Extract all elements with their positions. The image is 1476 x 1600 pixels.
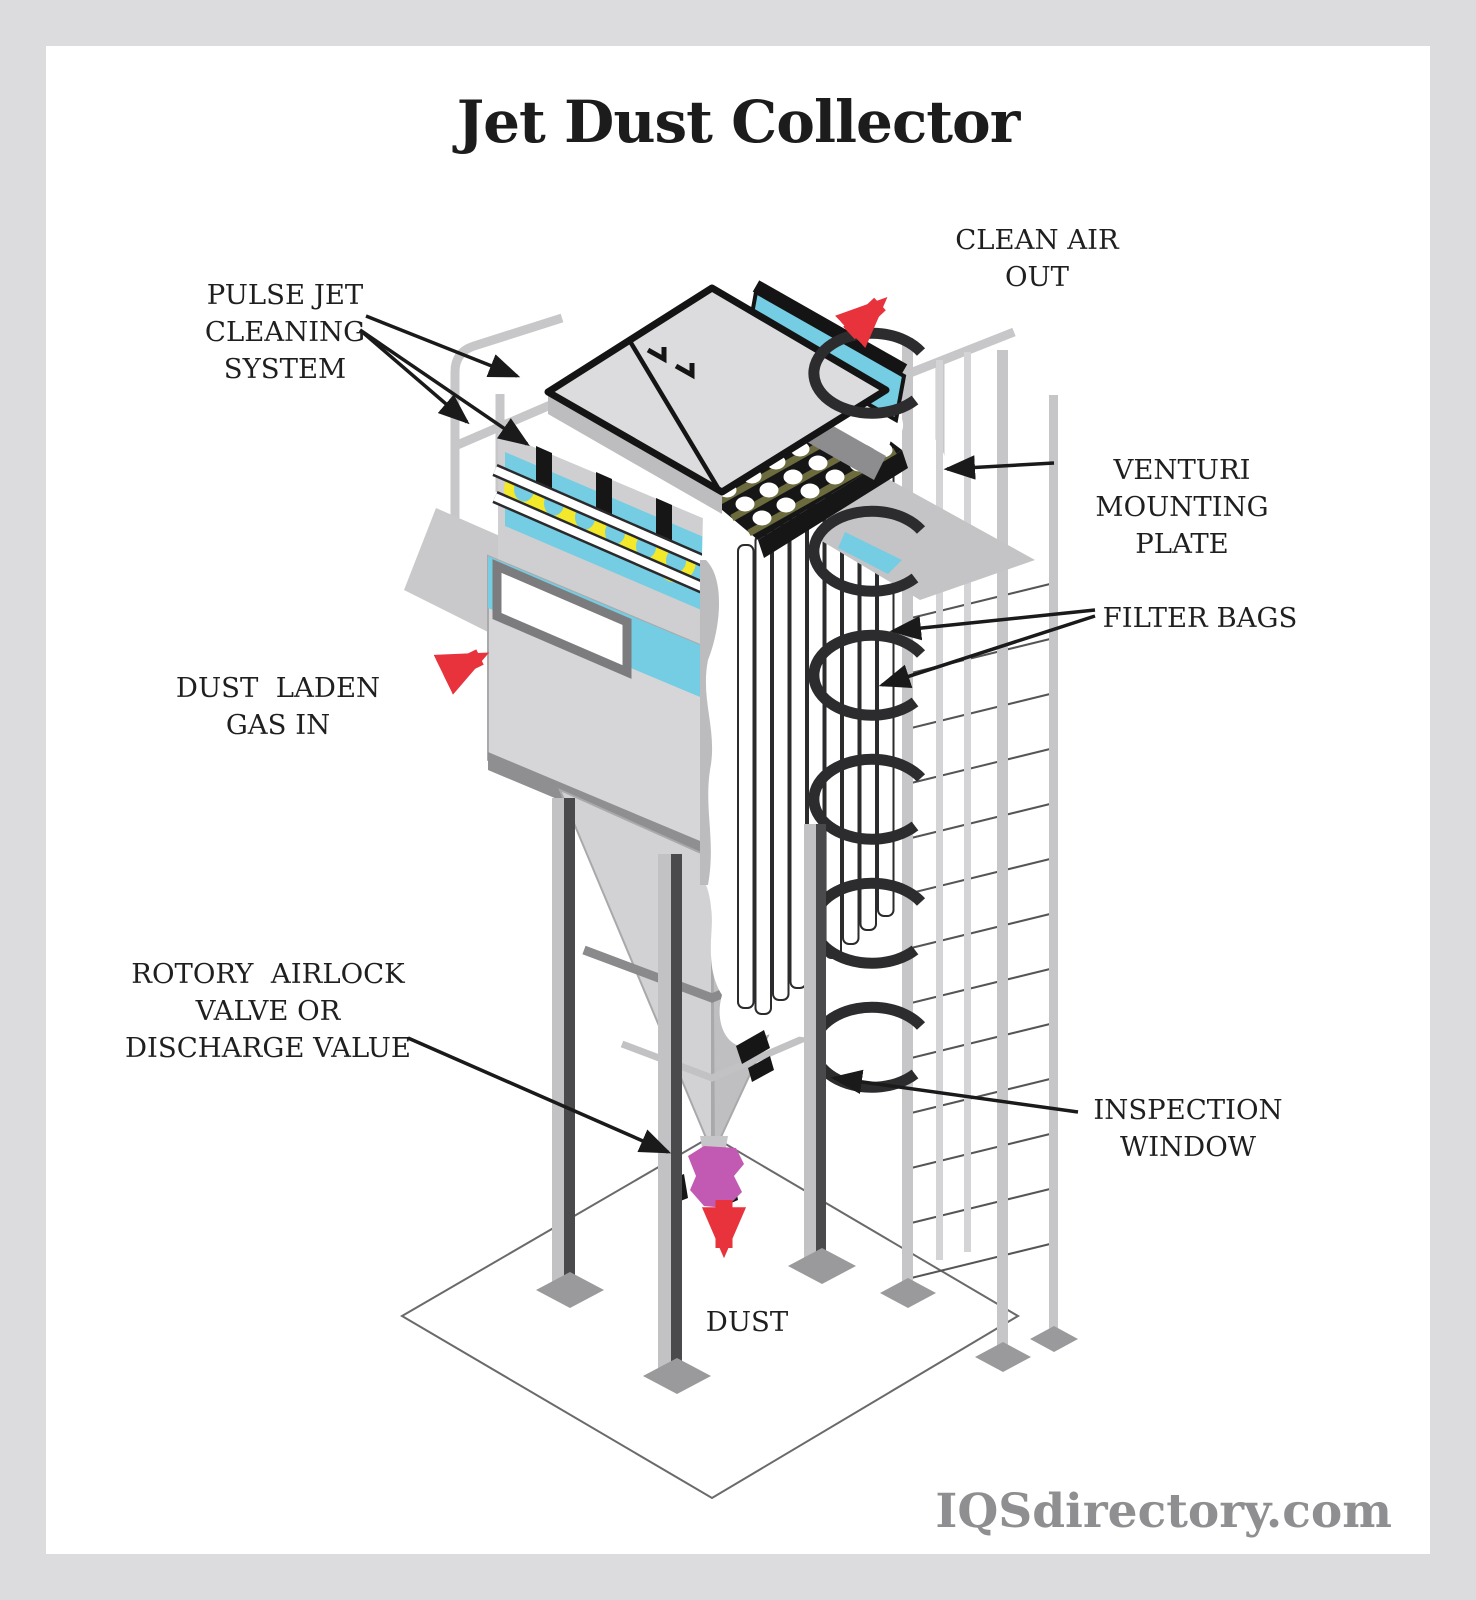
filter-bags [737,464,895,1015]
label-inspection-window: INSPECTION WINDOW [1093,1094,1283,1163]
ground-base [400,1134,1020,1500]
top-lid [544,284,890,514]
label-dust-laden-gas-in: DUST LADEN GAS IN [175,672,381,741]
leader-filter-bags-2 [878,614,1096,689]
clean-air-out-arrow [835,297,888,349]
venturi-mounting-plate [820,455,1035,600]
leader-pulse-jet-1 [365,314,521,378]
label-clean-air-out: CLEAN AIR OUT [955,224,1119,293]
page-title: Jet Dust Collector [456,88,1021,156]
leader-inspection-window [830,1069,1079,1114]
lid-handles [646,347,695,380]
watermark: IQSdirectory.com [935,1484,1392,1539]
leader-pulse-jet-2 [358,328,470,425]
inspection-window-marks [736,1030,774,1082]
leader-lines [358,314,1096,1154]
gas-in-arrow [433,649,490,695]
label-dust: DUST [705,1306,789,1338]
label-rotary-airlock-valve: ROTORY AIRLOCK VALVE OR DISCHARGE VALUE [125,958,411,1064]
leader-venturi-plate [943,455,1055,480]
ladder-rungs [902,583,1051,1281]
support-legs [536,798,856,1394]
ladder [880,338,1078,1372]
leader-filter-bags-1 [889,608,1096,641]
label-pulse-jet-cleaning-system: PULSE JET CLEANING SYSTEM [204,279,366,385]
flow-arrows [433,297,888,1259]
label-filter-bags: FILTER BAGS [1102,602,1298,634]
leader-pulse-jet-3 [359,328,530,446]
leader-rotary-valve [407,1036,672,1154]
label-venturi-mounting-plate: VENTURI MOUNTING PLATE [1095,454,1269,560]
gas-inlet-opening [492,559,632,679]
